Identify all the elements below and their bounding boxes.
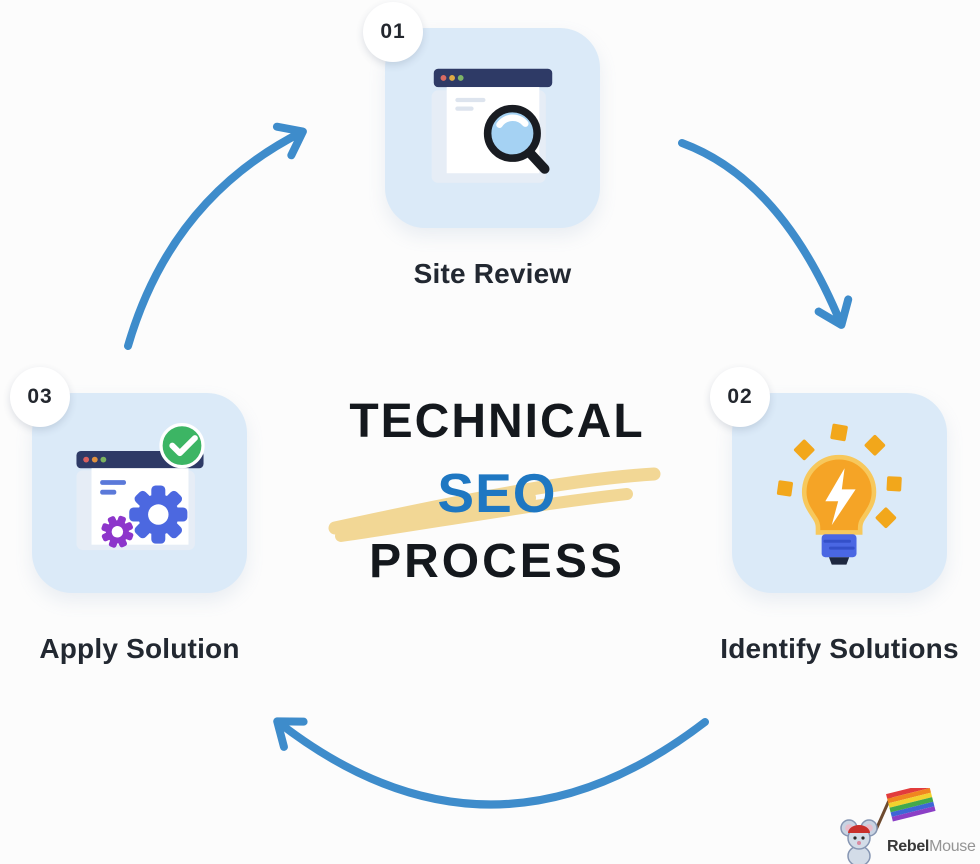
step-03-card — [32, 393, 247, 593]
gear-large — [128, 485, 187, 544]
rebelmouse-logo: RebelMouse — [833, 783, 980, 864]
step-02-number: 02 — [727, 385, 753, 408]
bulb-base — [821, 534, 857, 558]
step-01-site-review: 01 Site Review — [363, 2, 600, 289]
browser-search-icon — [431, 68, 552, 183]
logo-text-rebel: Rebel — [887, 838, 929, 855]
step-01-card — [385, 28, 600, 228]
title-line-process: PROCESS — [369, 535, 625, 588]
browser-bar — [433, 68, 552, 88]
idea-sparks — [776, 423, 902, 529]
title-line-seo: SEO — [437, 462, 557, 524]
title-block: TECHNICAL SEO PROCESS — [297, 396, 697, 588]
rainbow-flag-icon — [886, 783, 936, 822]
rebelmouse-mascot-icon: RebelMouse — [840, 783, 976, 864]
arrow-apply-to-review — [124, 122, 307, 350]
lightbulb-idea-icon — [776, 423, 902, 565]
bulb-tip — [828, 557, 849, 565]
step-01-label: Site Review — [413, 258, 572, 289]
gear-small — [100, 515, 133, 548]
arrow-identify-to-apply — [273, 717, 709, 809]
step-03-apply-solution: 03 — [10, 367, 247, 664]
title-line-seo-wrap: SEO — [297, 462, 697, 542]
step-02-badge: 02 — [710, 367, 770, 427]
step-02-card — [732, 393, 947, 593]
arrow-review-to-identify — [678, 139, 853, 329]
step-03-badge: 03 — [10, 367, 70, 427]
browser-gears-check-icon — [75, 423, 205, 551]
check-badge-icon — [158, 423, 205, 469]
magnifier-glyph — [483, 104, 550, 174]
step-02-label: Identify Solutions — [720, 633, 959, 664]
title-line-technical: TECHNICAL — [349, 395, 645, 448]
mouse-mascot — [840, 819, 878, 864]
step-03-label: Apply Solution — [39, 633, 240, 664]
step-01-badge: 01 — [363, 2, 423, 62]
step-01-number: 01 — [380, 20, 406, 43]
lightning-bolt — [824, 468, 856, 526]
seo-highlight-swoosh-icon — [328, 467, 661, 542]
svg-text:RebelMouse: RebelMouse — [887, 838, 976, 855]
step-02-identify-solutions: 02 Identify Solutions — [710, 367, 959, 664]
step-03-number: 03 — [27, 385, 53, 408]
logo-text-mouse: Mouse — [929, 838, 976, 855]
